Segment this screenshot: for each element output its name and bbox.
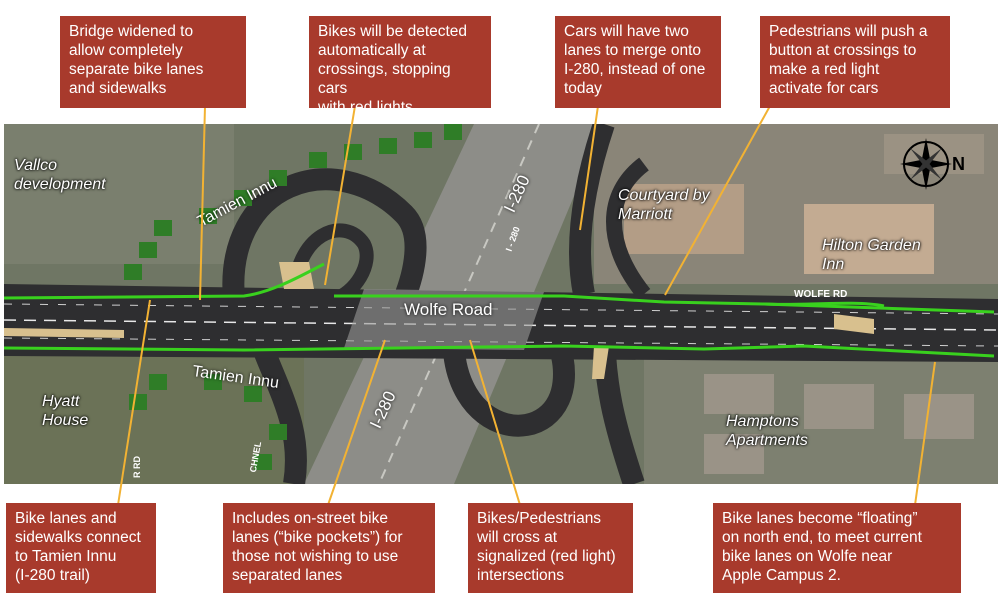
hamptons-label: Hamptons Apartments (726, 413, 808, 449)
bike-lane-south (4, 344, 995, 358)
apt-building-1 (704, 374, 774, 414)
callout-cross: Bikes/Pedestrians will cross at signaliz… (468, 503, 633, 593)
bike-lane-north (4, 262, 995, 314)
compass-rose-icon (900, 138, 952, 190)
callout-bridge: Bridge widened to allow completely separ… (60, 16, 246, 108)
hilton-label: Hilton Garden Inn (822, 237, 921, 273)
ramp-ne-inner (606, 157, 651, 299)
callout-push: Pedestrians will push a button at crossi… (760, 16, 950, 108)
median-se (592, 346, 609, 379)
wolfe-road-label: Wolfe Road (404, 300, 493, 319)
apt-building-3 (904, 394, 974, 439)
apt-building-4 (704, 434, 764, 474)
hyatt-label: Hyatt House (42, 393, 89, 429)
callout-connect: Bike lanes and sidewalks connect to Tami… (6, 503, 156, 593)
callout-pockets: Includes on-street bike lanes (“bike poc… (223, 503, 435, 593)
courtyard-label: Courtyard by Marriott (618, 187, 710, 223)
callout-floating: Bike lanes become “floating” on north en… (713, 503, 961, 593)
callout-merge: Cars will have two lanes to merge onto I… (555, 16, 721, 108)
vallco-label: Vallco development (14, 157, 106, 193)
ramp-nw (222, 168, 427, 304)
north-label: N (952, 154, 965, 174)
r-rd-sign: R RD (132, 456, 142, 478)
wolfe-rd-sign: WOLFE RD (794, 289, 848, 300)
callout-detect: Bikes will be detected automatically at … (309, 16, 491, 116)
bridge-deck (344, 289, 544, 350)
median-ne (834, 314, 874, 334)
hilton-building (804, 204, 934, 274)
building-ne (884, 134, 984, 174)
parking-area-nw (4, 124, 234, 264)
median-w (4, 328, 124, 338)
apt-building-2 (804, 384, 874, 429)
aerial-map: Vallco development Tamien Innu Tamien In… (4, 124, 998, 484)
map-illustration (4, 124, 998, 484)
